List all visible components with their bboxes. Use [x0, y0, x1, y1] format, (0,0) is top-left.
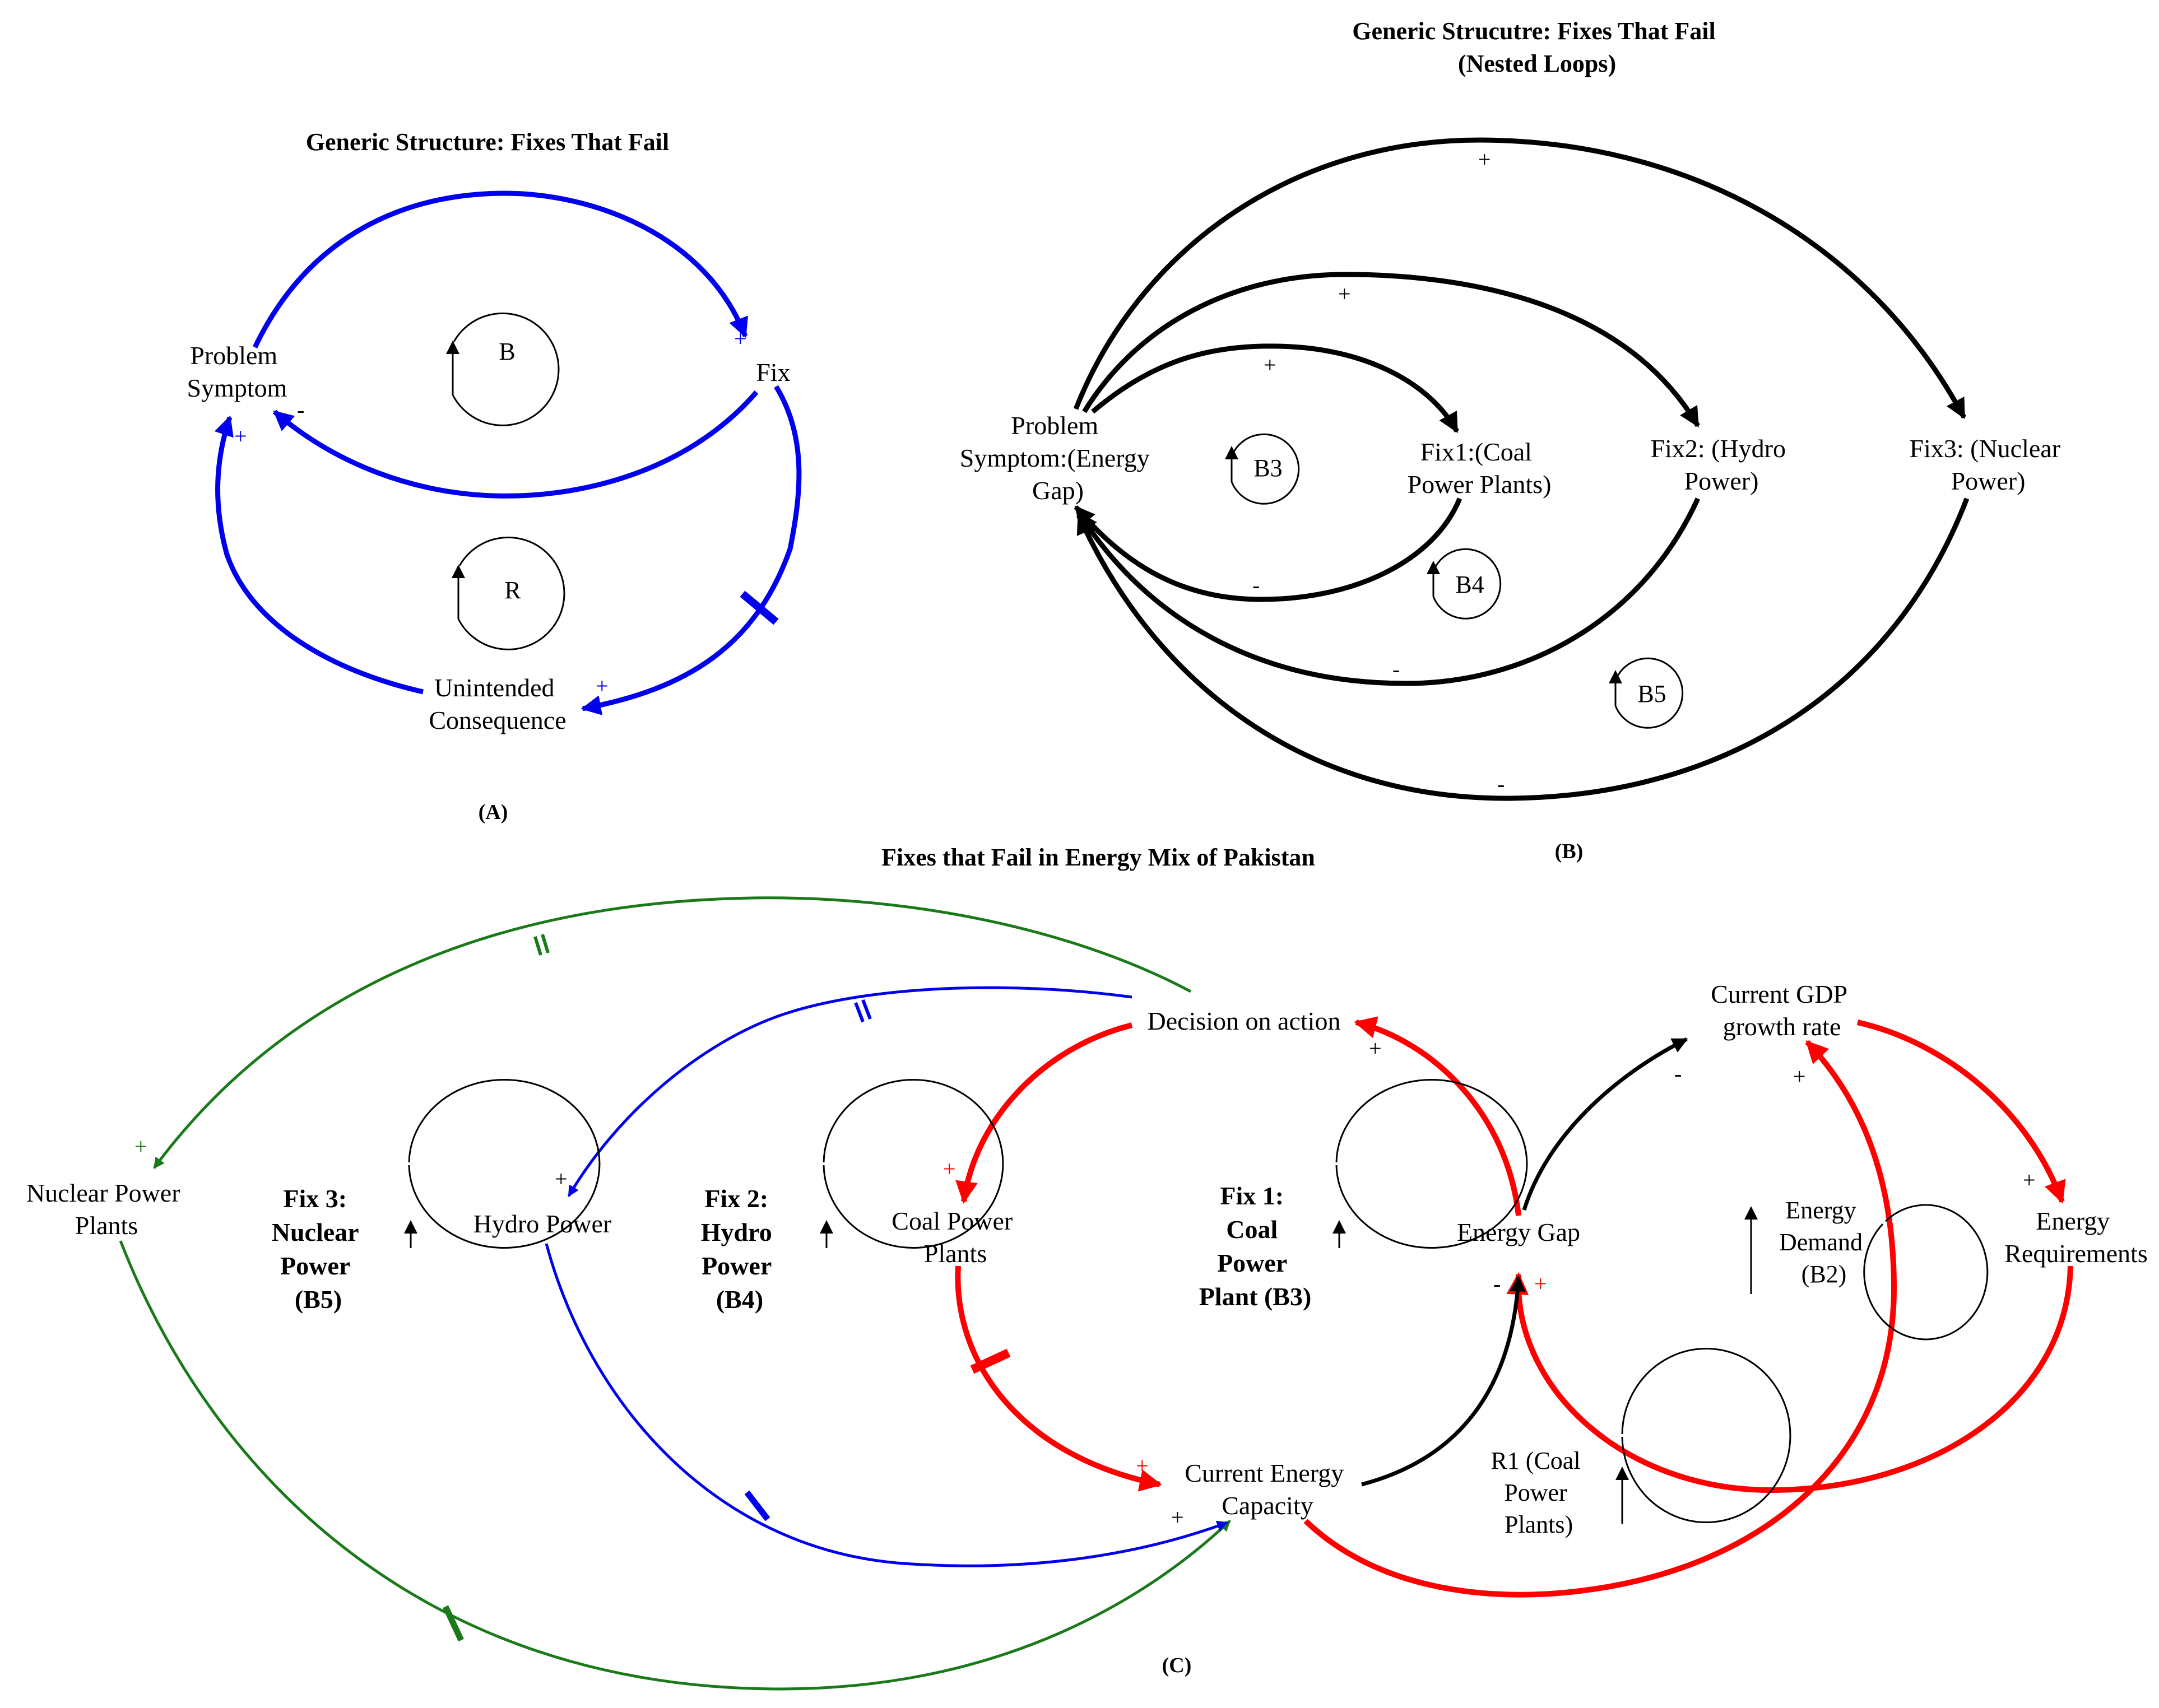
- link-symptom-to-fix2: [1082, 272, 1700, 428]
- loop-b3-label: B3: [1253, 454, 1282, 482]
- link-consequence-to-symptom: [214, 415, 424, 695]
- loop-b4-circle: [1432, 548, 1502, 620]
- panel-b: Generic Strucutre: Fixes That Fail (Nest…: [960, 17, 2067, 863]
- sign-c-to-nuclear: +: [134, 1134, 147, 1159]
- sign-b-to-fix2: +: [1338, 281, 1351, 306]
- link-fix3-to-symptom: [1076, 497, 1970, 801]
- link-symptom-to-fix: [252, 190, 749, 348]
- energy-gap: Energy Gap: [1457, 1218, 1580, 1246]
- loop-b3-circle: [1231, 433, 1300, 505]
- link-coal-to-capacity: [955, 1265, 1162, 1492]
- sign-c-to-decision: +: [1369, 1036, 1382, 1061]
- link-capacity-to-gap: [1361, 1276, 1526, 1487]
- sign-c-to-capacity-hydro: +: [1171, 1505, 1184, 1530]
- sign-b-to-fix3: +: [1478, 147, 1491, 172]
- fix3-b: Fix3: (Nuclear Power): [1909, 434, 2067, 495]
- loop-r1-c-label: R1 (Coal Power Plants): [1491, 1447, 1586, 1538]
- sign-a-to-symptom: -: [297, 397, 304, 422]
- loop-b4-c-circle: [823, 1079, 1004, 1249]
- sign-c-to-gdp: -: [1674, 1061, 1682, 1086]
- loop-r-label: R: [504, 576, 521, 604]
- problem-symptom-a: Problem Symptom: [187, 341, 287, 402]
- loop-b5-label: B5: [1637, 680, 1666, 708]
- current-energy-capacity: Current Energy Capacity: [1185, 1459, 1350, 1520]
- panel-b-title: Generic Strucutre: Fixes That Fail (Nest…: [1352, 17, 1721, 77]
- hydro-power: Hydro Power: [473, 1209, 612, 1238]
- current-gdp-growth-rate: Current GDP growth rate: [1711, 980, 1853, 1041]
- loop-b-label: B: [499, 338, 515, 365]
- loop-b-circle: [452, 312, 560, 426]
- sign-b-from-fix2: -: [1392, 657, 1400, 682]
- link-hydro-to-capacity: [545, 1243, 1228, 1567]
- fix1-b: Fix1:(Coal Power Plants): [1408, 438, 1552, 499]
- delay-mark-nuclear: [443, 1605, 464, 1642]
- loop-r1-c-circle: [1621, 1348, 1791, 1523]
- link-fix-to-consequence: [581, 385, 802, 715]
- link-decision-to-nuclear: [152, 896, 1192, 1169]
- loop-b2-c-label: Energy Demand (B2): [1779, 1197, 1869, 1288]
- panel-b-caption: (B): [1555, 840, 1584, 863]
- sign-c-to-requirements: +: [2023, 1167, 2036, 1193]
- unintended-consequence-a: Unintended Consequence: [429, 673, 566, 734]
- fix2-b: Fix2: (Hydro Power): [1651, 434, 1793, 495]
- link-gdp-to-requirements: [1856, 1020, 2066, 1204]
- energy-requirements: Energy Requirements: [2004, 1207, 2148, 1268]
- loop-b3-c-label: Fix 1: Coal Power Plant (B3): [1199, 1181, 1312, 1311]
- sign-c-gdp-in: +: [1793, 1064, 1806, 1089]
- sign-a-symptom-in: +: [234, 423, 247, 449]
- sign-c-to-capacity-coal: +: [1136, 1453, 1149, 1478]
- loop-b2-c-circle: [1863, 1204, 1989, 1341]
- link-requirements-to-gap: [1506, 1265, 2073, 1493]
- link-fix1-to-symptom: [1074, 497, 1462, 602]
- panel-c: Fixes that Fail in Energy Mix of Pakista…: [26, 844, 2148, 1691]
- panel-a-title: Generic Structure: Fixes That Fail: [306, 128, 669, 156]
- sign-c-to-hydro: +: [555, 1166, 568, 1192]
- coal-power-plants: Coal Power Plants: [892, 1207, 1019, 1268]
- delay-mark-hydro: [744, 1490, 770, 1521]
- loop-b3-c-circle: [1335, 1079, 1528, 1249]
- sign-b-to-fix1: +: [1264, 352, 1276, 378]
- link-gap-to-decision: [1354, 1016, 1521, 1216]
- link-nuclear-to-capacity: [119, 1240, 1231, 1691]
- loop-b5-c-label: Fix 3: Nuclear Power (B5): [272, 1184, 365, 1314]
- problem-symptom-b: Problem Symptom:(Energy Gap): [960, 411, 1157, 505]
- sign-b-from-fix1: -: [1252, 573, 1260, 598]
- loop-b4-c-label: Fix 2: Hydro Power (B4): [701, 1184, 778, 1314]
- decision-on-action: Decision on action: [1148, 1007, 1341, 1035]
- loop-r-circle: [457, 536, 565, 650]
- panel-a: Generic Structure: Fixes That Fail B R P…: [187, 128, 802, 824]
- link-decision-to-hydro: [567, 986, 1132, 1197]
- loop-b4-label: B4: [1455, 571, 1484, 598]
- link-decision-to-coal: [955, 1022, 1133, 1204]
- delay-mark-coal: [970, 1348, 1011, 1374]
- sign-c-gap-minus: -: [1493, 1271, 1501, 1296]
- sign-a-to-consequence: +: [596, 673, 609, 699]
- link-gap-to-gdp: [1522, 1037, 1688, 1211]
- link-capacity-to-gdp: [1303, 1040, 1897, 1598]
- panel-c-caption: (C): [1162, 1654, 1192, 1677]
- link-symptom-to-fix1: [1091, 343, 1459, 434]
- delay-mark-a: [740, 590, 779, 625]
- sign-c-to-coal: +: [943, 1156, 956, 1181]
- sign-b-from-fix3: -: [1497, 771, 1505, 797]
- link-fix2-to-symptom: [1076, 497, 1701, 686]
- sign-c-gap-plus: +: [1534, 1271, 1547, 1296]
- link-symptom-to-fix3: [1073, 137, 1966, 420]
- panel-c-title: Fixes that Fail in Energy Mix of Pakista…: [881, 844, 1315, 871]
- panel-a-caption: (A): [479, 801, 508, 824]
- loop-b5-c-circle: [408, 1079, 601, 1249]
- fix-a: Fix: [756, 358, 790, 387]
- nuclear-power-plants: Nuclear Power Plants: [26, 1179, 187, 1240]
- link-fix-to-symptom: [273, 390, 759, 499]
- loop-b5-circle: [1614, 657, 1684, 729]
- sign-a-to-fix: +: [734, 326, 747, 351]
